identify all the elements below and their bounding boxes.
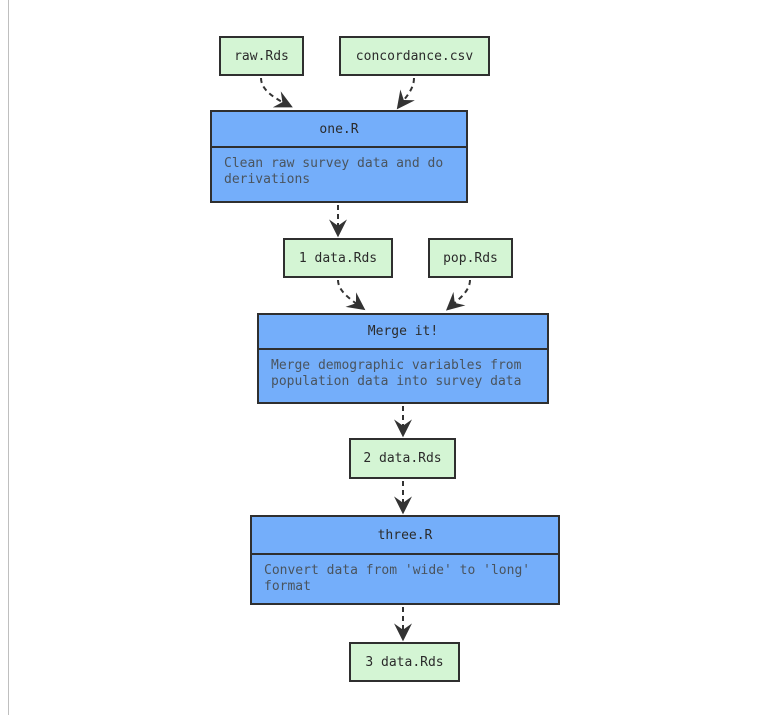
script-title: three.R: [252, 517, 558, 555]
edge-pop-to-merge: [445, 279, 471, 311]
script-description: Convert data from 'wide' to 'long' forma…: [264, 563, 531, 594]
file-node-3-data-rds: 3 data.Rds: [349, 642, 460, 682]
script-title: one.R: [212, 112, 466, 148]
script-title-label: three.R: [377, 527, 433, 543]
file-node-label: 1 data.Rds: [298, 250, 378, 266]
file-node-label: raw.Rds: [234, 48, 289, 64]
file-node-label: concordance.csv: [355, 48, 474, 64]
script-node-merge-it: Merge it! Merge demographic variables fr…: [257, 313, 549, 404]
edge-data1-to-merge: [337, 279, 366, 311]
file-node-label: 2 data.Rds: [363, 451, 442, 466]
file-node-raw-rds: raw.Rds: [219, 36, 304, 76]
script-title-label: Merge it!: [367, 324, 439, 339]
script-title-label: one.R: [319, 121, 359, 137]
file-node-label: 3 data.Rds: [365, 654, 444, 670]
script-description: Merge demographic variables from populat…: [271, 358, 522, 389]
file-node-concordance-csv: concordance.csv: [339, 36, 490, 76]
file-node-1-data-rds: 1 data.Rds: [283, 238, 393, 278]
window-left-border: [8, 0, 9, 715]
file-node-label: pop.Rds: [443, 250, 498, 266]
edge-concordance-to-one: [396, 77, 415, 110]
file-node-pop-rds: pop.Rds: [428, 238, 513, 278]
script-node-one-r: one.R Clean raw survey data and do deriv…: [210, 110, 468, 203]
script-node-three-r: three.R Convert data from 'wide' to 'lon…: [250, 515, 560, 605]
script-description: Clean raw survey data and do derivations: [224, 156, 444, 187]
edge-raw-to-one: [260, 77, 293, 108]
file-node-2-data-rds: 2 data.Rds: [349, 438, 456, 479]
script-title: Merge it!: [259, 315, 547, 350]
